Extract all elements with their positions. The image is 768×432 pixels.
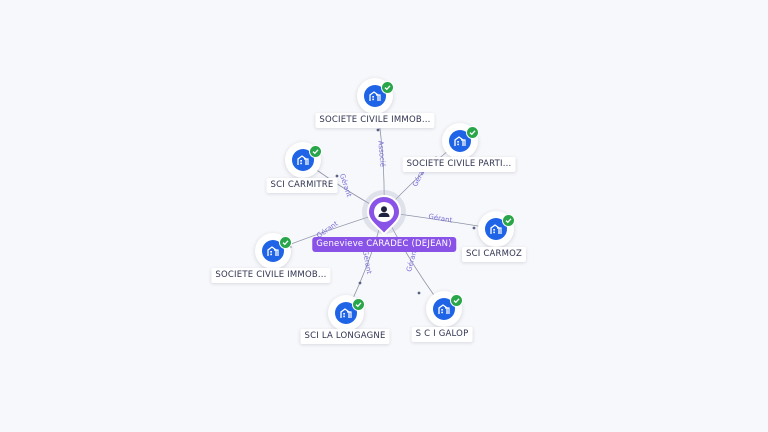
company-label-sci-la-longagne[interactable]: SCI LA LONGAGNE <box>300 329 390 344</box>
edge-label-societe-civile-immob-top: Associé <box>376 140 386 167</box>
company-label-sci-carmitre[interactable]: SCI CARMITRE <box>266 178 338 193</box>
check-badge-icon <box>502 214 515 227</box>
check-badge-icon <box>309 145 322 158</box>
check-badge-icon <box>279 236 292 249</box>
company-label-societe-civile-immob-left[interactable]: SOCIETE CIVILE IMMOB... <box>211 268 331 283</box>
edge-arrow-sci-carmitre <box>335 174 339 178</box>
edge-arrow-societe-civile-immob-top <box>376 128 380 132</box>
building-icon <box>364 85 386 107</box>
company-label-societe-civile-parti[interactable]: SOCIETE CIVILE PARTI... <box>402 157 516 172</box>
company-label-sci-galop[interactable]: S C I GALOP <box>411 327 473 342</box>
company-label-sci-carmoz[interactable]: SCI CARMOZ <box>461 247 527 262</box>
edge-arrow-sci-galop <box>417 291 421 295</box>
building-icon <box>292 149 314 171</box>
check-badge-icon <box>352 298 365 311</box>
center-person-label[interactable]: Genevieve CARADEC (DEJEAN) <box>312 237 456 252</box>
person-icon <box>367 195 401 235</box>
edge-arrow-sci-la-longagne <box>358 281 362 285</box>
building-icon <box>262 240 284 262</box>
check-badge-icon <box>450 294 463 307</box>
company-node-sci-galop[interactable] <box>426 291 463 327</box>
edge-label-sci-carmoz: Gérant <box>428 212 453 224</box>
company-node-societe-civile-immob-left[interactable] <box>255 233 292 269</box>
edge-arrow-sci-carmoz <box>472 226 476 230</box>
building-icon <box>449 130 471 152</box>
check-badge-icon <box>466 126 479 139</box>
building-icon <box>485 218 507 240</box>
building-icon <box>433 298 455 320</box>
company-label-societe-civile-immob-top[interactable]: SOCIETE CIVILE IMMOB... <box>315 113 435 128</box>
company-node-societe-civile-immob-top[interactable] <box>357 78 394 114</box>
company-node-sci-carmoz[interactable] <box>478 211 515 247</box>
building-icon <box>335 302 357 324</box>
company-node-sci-carmitre[interactable] <box>285 142 322 178</box>
check-badge-icon <box>381 81 394 94</box>
company-node-societe-civile-parti[interactable] <box>442 123 479 159</box>
company-node-sci-la-longagne[interactable] <box>328 295 365 331</box>
